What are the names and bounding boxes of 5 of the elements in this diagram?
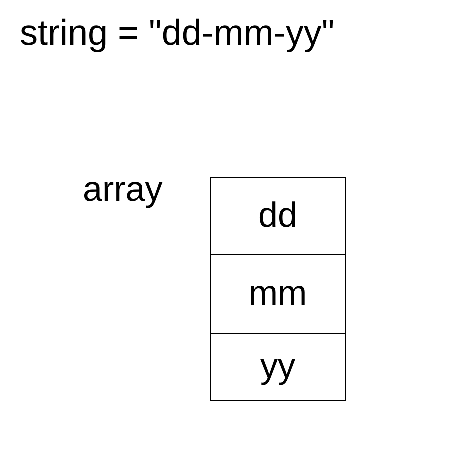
array-cell: yy <box>210 333 346 401</box>
title: string = "dd-mm-yy" <box>20 12 335 54</box>
array-cell: dd <box>210 177 346 255</box>
array-cell: mm <box>210 254 346 334</box>
array-label: array <box>83 170 163 210</box>
